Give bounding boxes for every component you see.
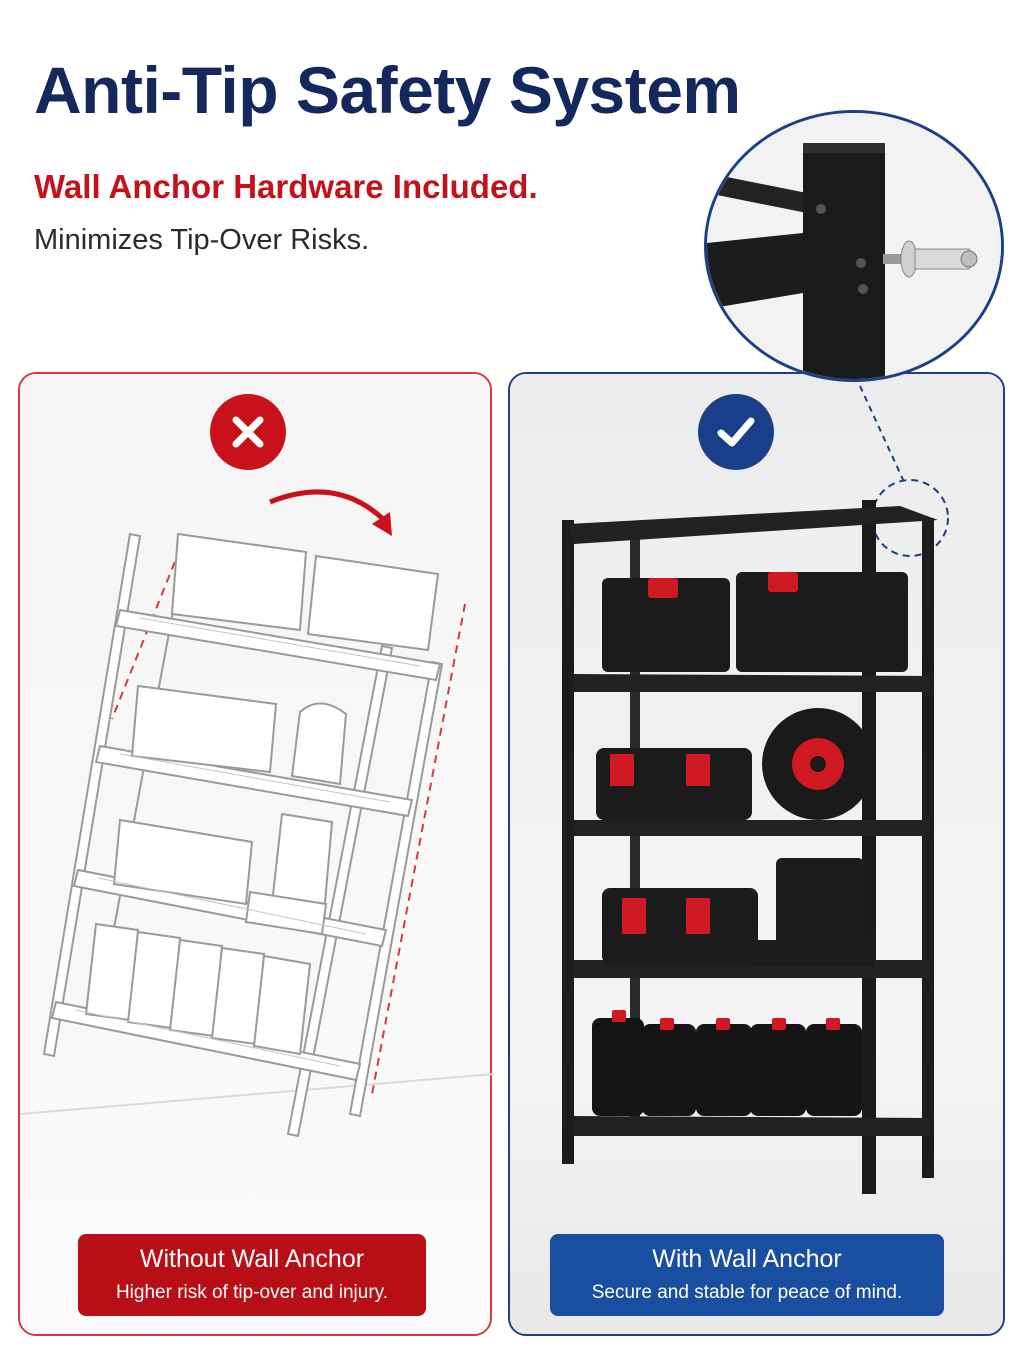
without-anchor-panel: Without Wall Anchor Higher risk of tip-o… (18, 372, 494, 1336)
without-anchor-label: Without Wall Anchor Higher risk of tip-o… (78, 1234, 426, 1316)
wall-anchor-closeup (707, 113, 1001, 379)
with-anchor-panel: With Wall Anchor Secure and stable for p… (508, 372, 1005, 1336)
with-anchor-label: With Wall Anchor Secure and stable for p… (550, 1234, 944, 1316)
with-anchor-title: With Wall Anchor (652, 1245, 842, 1273)
page-title: Anti-Tip Safety System (34, 53, 741, 127)
with-anchor-subtitle: Secure and stable for peace of mind. (591, 1282, 903, 1303)
without-anchor-subtitle: Higher risk of tip-over and injury. (115, 1282, 389, 1303)
hardware-included-text: Wall Anchor Hardware Included. (34, 168, 538, 205)
anchored-shelf-illustration (562, 385, 949, 1194)
without-anchor-background (20, 374, 490, 1334)
wall-anchor-zoom-view (704, 110, 1004, 382)
check-icon (698, 394, 774, 470)
without-anchor-title: Without Wall Anchor (139, 1245, 365, 1273)
x-icon (210, 394, 286, 470)
tip-over-risk-text: Minimizes Tip-Over Risks. (34, 224, 370, 256)
tipping-shelf-illustration (20, 489, 494, 1138)
